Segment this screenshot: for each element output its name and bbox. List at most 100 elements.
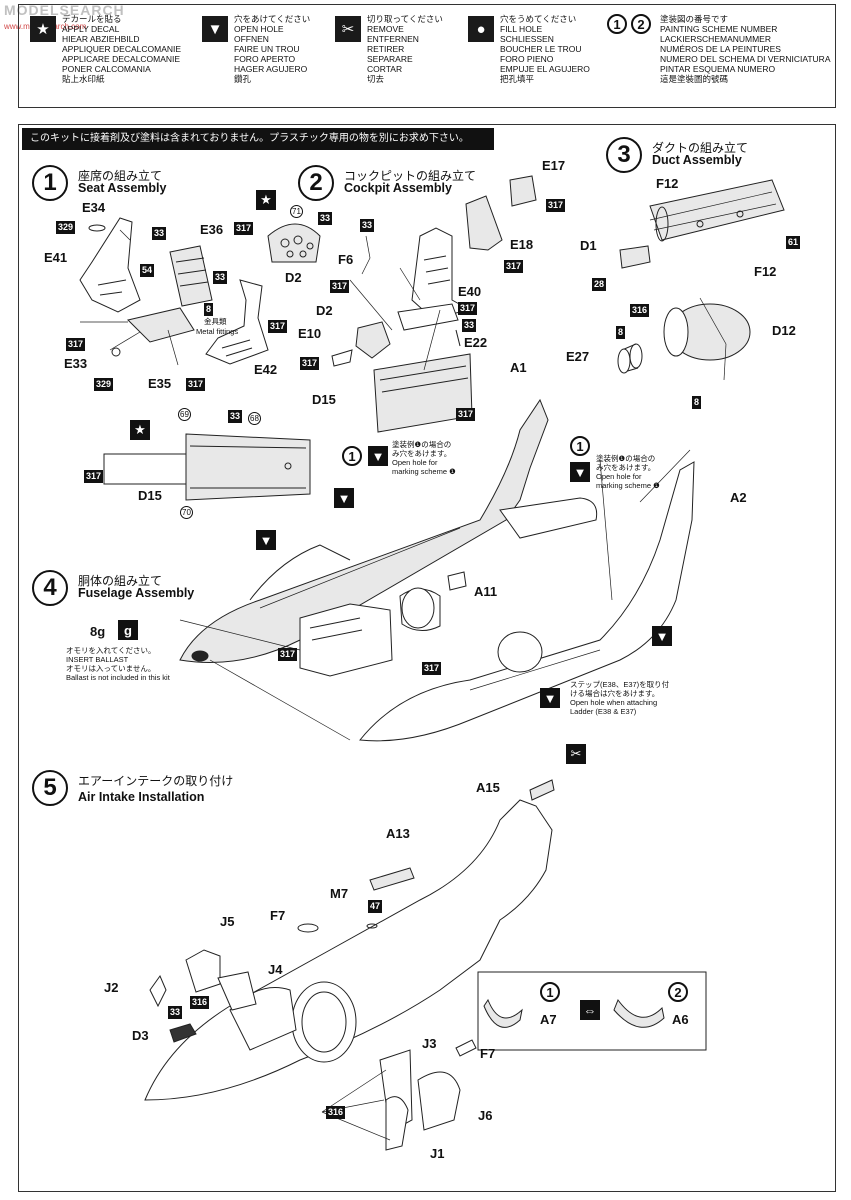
part-label-j6: J6: [478, 1108, 493, 1123]
part-label-a7: A7: [540, 1012, 557, 1027]
part-label-a15: A15: [476, 780, 500, 795]
step-5-title-jp: エアーインテークの取り付け: [78, 774, 234, 788]
paint-code: 8: [204, 303, 214, 316]
part-label-f12: F12: [656, 176, 679, 191]
paint-code: 329: [56, 221, 76, 234]
ballast-note: オモリを入れてください。 INSERT BALLAST オモリは入っていません。…: [66, 646, 170, 682]
part-label-d2: D2: [285, 270, 302, 285]
step-1-number: 1: [32, 165, 68, 201]
paint-code: 316: [190, 996, 210, 1009]
scheme-2-icon: 2: [631, 14, 651, 34]
fill-hole-icon: ●: [468, 16, 494, 42]
watermark-logo: MODELSEARCH: [4, 2, 125, 18]
part-label-f7b: F7: [480, 1046, 496, 1061]
step-1-title-en: Seat Assembly: [78, 181, 167, 195]
step-3-title-jp: ダクトの組み立て: [652, 141, 749, 155]
swap-arrow-icon: ⇔: [580, 1000, 600, 1020]
decal-icon: ★: [30, 16, 56, 42]
part-label-e42: E42: [254, 362, 278, 377]
cut-icon: ✂: [566, 744, 586, 764]
paint-code: 317: [234, 222, 254, 235]
notice-banner: このキットに接着剤及び塗料は含まれておりません。プラスチック専用の物を別にお求め…: [22, 128, 494, 150]
weight-icon: g: [118, 620, 138, 640]
legend-fill-hole-text: 穴をうめてください FILL HOLE SCHLIESSEN BOUCHER L…: [500, 14, 590, 84]
part-label-e40: E40: [458, 284, 482, 299]
scheme-2-icon: 2: [668, 982, 688, 1002]
paint-code: 33: [318, 212, 333, 225]
paint-code: 317: [278, 648, 298, 661]
drill-icon: ▼: [540, 688, 560, 708]
part-label-j2: J2: [104, 980, 119, 995]
paint-code: 33: [152, 227, 167, 240]
paint-code: 8: [616, 326, 626, 339]
instruction-frame: [18, 124, 836, 1192]
legend-remove-text: 切り取ってください REMOVE ENTFERNEN RETIRER SEPAR…: [367, 14, 443, 84]
scheme-1-icon: 1: [570, 436, 590, 456]
decal-icon: ★: [256, 190, 276, 210]
step-5-number: 5: [32, 770, 68, 806]
paint-code: 61: [786, 236, 801, 249]
paint-code: 317: [546, 199, 566, 212]
paint-code: 33: [228, 410, 243, 423]
paint-code: 317: [300, 357, 320, 370]
paint-code: 317: [84, 470, 104, 483]
paint-code: 317: [268, 320, 288, 333]
part-label-j1: J1: [430, 1146, 445, 1161]
part-label-d3: D3: [132, 1028, 149, 1043]
paint-code-circle: 70: [180, 506, 193, 519]
part-label-d15b: D15: [138, 488, 162, 503]
part-label-e33: E33: [64, 356, 88, 371]
paint-code: 54: [140, 264, 155, 277]
note-open-hole-2: 塗装例❶の場合の み穴をあけます。 Open hole for marking …: [596, 454, 660, 490]
part-label-a13: A13: [386, 826, 410, 841]
decal-icon: ★: [130, 420, 150, 440]
step-5-title-en: Air Intake Installation: [78, 790, 205, 804]
paint-code-circle: 69: [178, 408, 191, 421]
step-4-title-en: Fuselage Assembly: [78, 586, 195, 600]
part-label-e10: E10: [298, 326, 322, 341]
paint-code: 316: [630, 304, 650, 317]
symbol-legend: [18, 4, 836, 108]
step-3-number: 3: [606, 137, 642, 173]
drill-icon: ▼: [570, 462, 590, 482]
part-label-e34: E34: [82, 200, 106, 215]
part-label-d12: D12: [772, 323, 796, 338]
part-label-e22: E22: [464, 335, 488, 350]
step-1-title-jp: 座席の組み立て: [78, 169, 163, 183]
part-label-e36: E36: [200, 222, 224, 237]
legend-open-hole-text: 穴をあけてください OPEN HOLE OFFNEN FAIRE UN TROU…: [234, 14, 311, 84]
paint-code: 317: [504, 260, 524, 273]
legend-scheme-text: 塗装図の番号です PAINTING SCHEME NUMBER LACKIERS…: [660, 14, 831, 84]
drill-icon: ▼: [334, 488, 354, 508]
part-label-e18: E18: [510, 237, 534, 252]
paint-code: 33: [213, 271, 228, 284]
metal-fittings-jp: 金具類: [204, 317, 227, 326]
step-2-title-en: Cockpit Assembly: [344, 181, 452, 195]
paint-code: 317: [66, 338, 86, 351]
paint-code-circle: 71: [290, 205, 303, 218]
drill-icon: ▼: [202, 16, 228, 42]
metal-fittings-en: Metal fittings: [196, 327, 239, 336]
paint-code: 329: [94, 378, 114, 391]
paint-code: 8: [692, 396, 702, 409]
ladder-hole-note: ステップ(E38、E37)を取り付 ける場合は穴をあけます。 Open hole…: [570, 680, 670, 716]
part-label-d1: D1: [580, 238, 597, 253]
part-label-e35: E35: [148, 376, 172, 391]
scheme-1-icon: 1: [342, 446, 362, 466]
step-4-number: 4: [32, 570, 68, 606]
drill-icon: ▼: [368, 446, 388, 466]
paint-code: 33: [462, 319, 477, 332]
part-label-f6: F6: [338, 252, 354, 267]
scheme-1-icon: 1: [540, 982, 560, 1002]
paint-code: 317: [456, 408, 476, 421]
part-label-j3: J3: [422, 1036, 437, 1051]
step-4-title-jp: 胴体の組み立て: [78, 574, 163, 588]
cut-icon: ✂: [335, 16, 361, 42]
part-label-m7: M7: [330, 886, 349, 901]
ballast-weight: 8g: [90, 624, 106, 639]
part-label-j4: J4: [268, 962, 283, 977]
part-label-a6: A6: [672, 1012, 689, 1027]
paint-code: 317: [458, 302, 478, 315]
step-3-title-en: Duct Assembly: [652, 153, 742, 167]
